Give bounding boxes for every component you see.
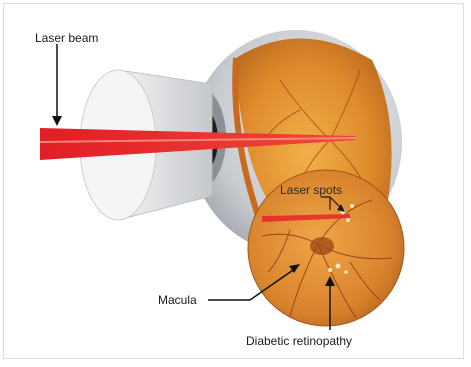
macula-spot <box>310 237 334 255</box>
laser-beam-pointer-head <box>52 116 62 126</box>
laser-beam-label: Laser beam <box>35 31 98 45</box>
laser-spots-label: Laser spots <box>280 183 342 197</box>
macula-label: Macula <box>158 293 197 307</box>
diabetic-retinopathy-label: Diabetic retinopathy <box>246 334 352 348</box>
